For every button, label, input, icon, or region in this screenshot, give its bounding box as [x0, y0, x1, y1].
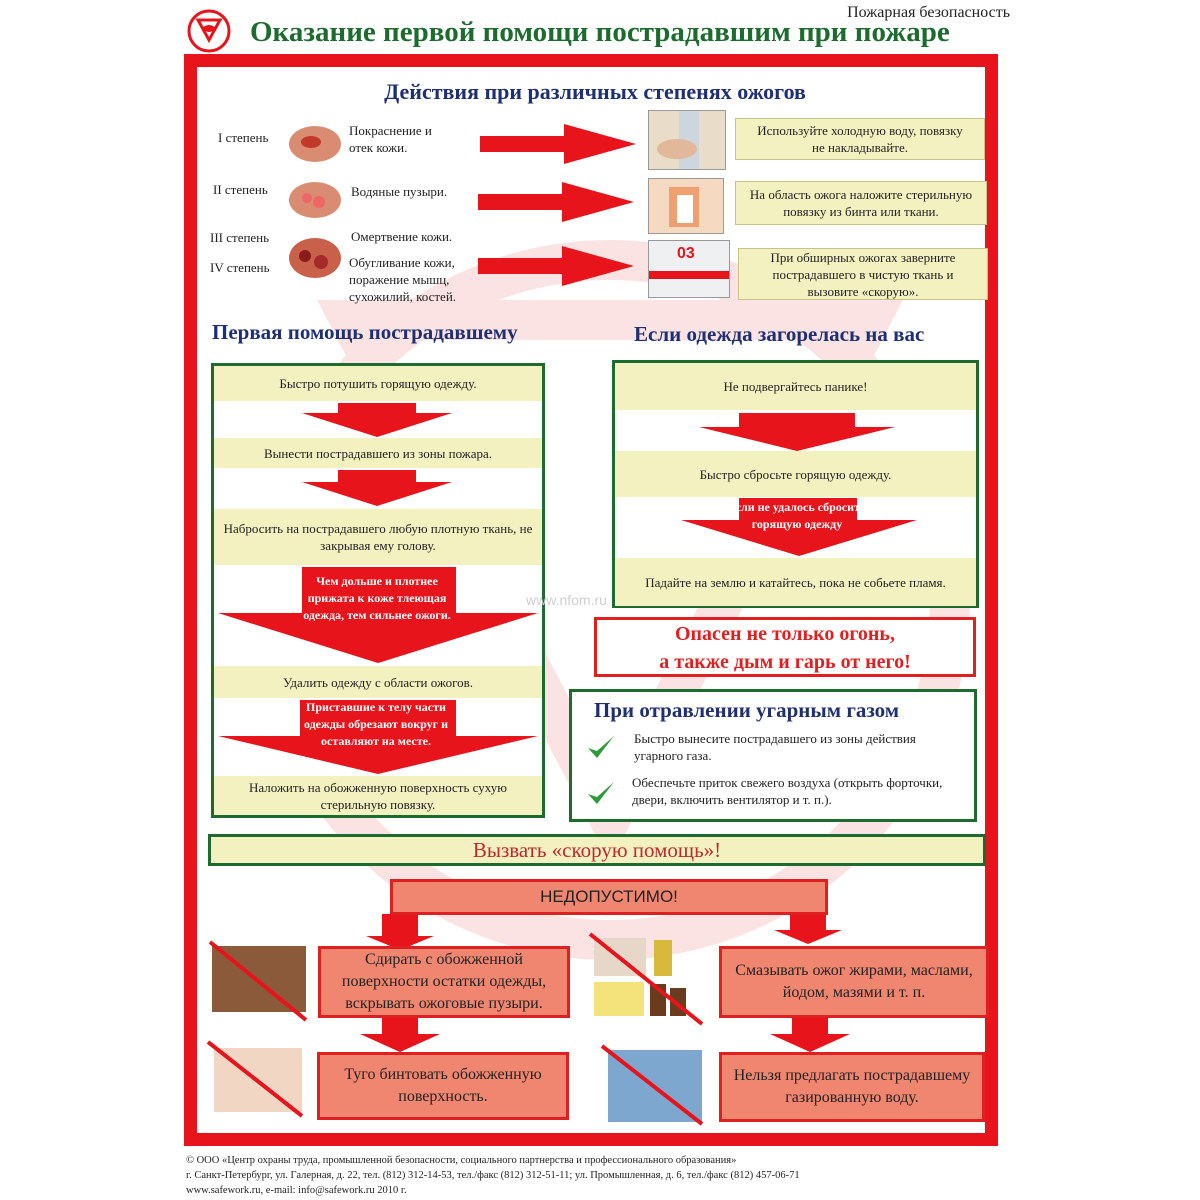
degree-3-description: Омертвение кожи.	[351, 229, 453, 244]
forbidden-item-1: Сдирать с обожженной поверхности остатки…	[318, 946, 570, 1018]
warning-arrow-down-icon	[218, 700, 538, 774]
prohibited-icon	[206, 1040, 304, 1118]
clothes-fire-step-2: Быстро сбросьте горящую одежду.	[615, 451, 976, 497]
watermark: www.nfom.ru	[526, 592, 607, 608]
forbidden-heading: НЕДОПУСТИМО!	[390, 879, 828, 915]
footer-line-1: © ООО «Центр охраны труда, промышленной …	[186, 1155, 737, 1166]
arrow-right-icon	[480, 124, 636, 164]
ambulance-number: 03	[677, 245, 695, 262]
first-aid-step-4: Удалить одежду с области ожогов.	[214, 666, 542, 698]
co-item-1: Быстро вынесите пострадавшего из зоны де…	[634, 731, 916, 763]
degree-4-label: IV степень	[210, 260, 270, 275]
first-aid-box: Быстро потушить горящую одежду. Вынести …	[211, 363, 545, 818]
bandage-photo	[648, 178, 724, 234]
forbidden-item-2: Туго бинтовать обожженную поверхность.	[317, 1052, 569, 1120]
prohibited-icon	[208, 940, 308, 1022]
footer-line-3: www.safework.ru, e-mail: info@safework.r…	[186, 1185, 407, 1196]
first-aid-step-1: Быстро потушить горящую одежду.	[214, 366, 542, 401]
arrow-down-icon	[302, 470, 452, 506]
smoke-warning-line2: а также дым и гарь от него!	[659, 651, 911, 673]
ambulance-photo: 03	[648, 240, 730, 298]
prohibited-icon	[600, 1044, 704, 1126]
first-aid-warning-1: Чем дольше и плотнее прижата к коже тлею…	[303, 574, 451, 622]
forbidden-item-3: Смазывать ожог жирами, маслами, йодом, м…	[719, 946, 989, 1018]
burn-action-1: Используйте холодную воду, повязку не на…	[735, 118, 985, 160]
arrow-right-icon	[478, 246, 634, 286]
checkmark-icon	[588, 782, 614, 804]
co-poisoning-heading: При отравлении угарным газом	[594, 698, 900, 722]
degree-2-description: Водяные пузыри.	[351, 184, 448, 199]
co-item-2: Обеспечьте приток свежего воздуха (откры…	[632, 775, 943, 807]
forbidden-item-4: Нельзя предлагать пострадавшему газирова…	[719, 1052, 985, 1122]
degree-2-label: II степень	[213, 182, 268, 197]
footer-line-2: г. Санкт-Петербург, ул. Галерная, д. 22,…	[186, 1170, 800, 1181]
first-aid-warning-2: Приставшие к телу части одежды обрезают …	[303, 700, 449, 748]
warning-arrow-down-icon	[681, 498, 917, 556]
poster-title: Оказание первой помощи пострадавшим при …	[250, 16, 950, 48]
prohibited-icon	[588, 932, 704, 1026]
soda-water-photo	[600, 1044, 704, 1126]
first-aid-step-2: Вынести пострадавшего из зоны пожара.	[214, 438, 542, 468]
first-aid-step-3: Набросить на пострадавшего любую плотную…	[214, 509, 542, 565]
burn-action-2: На область ожога наложите стерильную пов…	[735, 181, 987, 225]
degree-3-label: III степень	[210, 230, 270, 245]
smoke-warning-box: Опасен не только огонь, а также дым и га…	[594, 617, 976, 677]
poster-frame	[184, 54, 998, 1146]
smoke-warning-line1: Опасен не только огонь,	[674, 623, 896, 645]
safework-logo-icon	[187, 9, 231, 53]
degree-4-description: Обугливание кожи, поражение мышц, сухожи…	[349, 255, 457, 304]
clothes-fire-warning: Если не удалось сбросить горящую одежду	[727, 500, 867, 531]
cold-water-photo	[648, 110, 726, 170]
burns-heading: Действия при различных степенях ожогов	[384, 79, 806, 104]
checkmark-icon	[588, 736, 614, 758]
clothes-fire-step-3: Падайте на землю и катайтесь, пока не со…	[615, 558, 976, 606]
burn-hand-image	[287, 232, 345, 284]
clothes-fire-heading: Если одежда загорелась на вас	[634, 322, 925, 346]
warning-arrow-down-icon	[218, 567, 538, 663]
logo	[184, 8, 234, 54]
degree-1-label: I степень	[218, 130, 269, 145]
footer: © ООО «Центр охраны труда, промышленной …	[186, 1153, 800, 1198]
forbidden-connectors	[360, 914, 850, 1052]
arrow-right-icon	[478, 182, 634, 222]
call-ambulance-bar: Вызвать «скорую помощь»!	[208, 834, 986, 866]
poster-category: Пожарная безопасность	[847, 4, 1010, 21]
tight-bandage-photo	[206, 1040, 304, 1118]
clothes-fire-box: Не подвергайтесь панике! Быстро сбросьте…	[612, 360, 979, 608]
arrow-down-icon	[699, 413, 895, 451]
first-aid-heading: Первая помощь пострадавшему	[212, 320, 518, 344]
arrow-down-icon	[302, 403, 452, 437]
blister-photo	[208, 940, 308, 1022]
co-poisoning-box: При отравлении угарным газом Быстро выне…	[569, 689, 977, 822]
ointments-photo	[588, 932, 704, 1026]
burn-action-3: При обширных ожогах заверните пострадавш…	[738, 248, 988, 300]
degree-1-description: Покраснение и отек кожи.	[349, 123, 432, 155]
burn-hand-image	[287, 118, 345, 166]
burn-hand-image	[287, 176, 345, 224]
clothes-fire-step-1: Не подвергайтесь панике!	[615, 363, 976, 410]
first-aid-step-5: Наложить на обожженную поверхность сухую…	[214, 776, 542, 815]
